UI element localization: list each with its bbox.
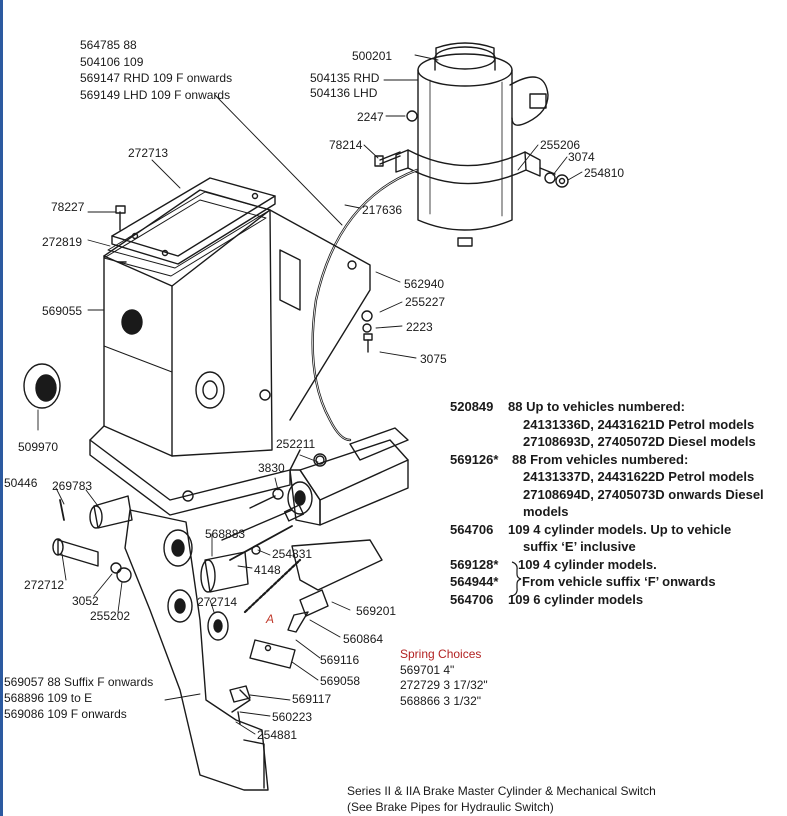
top-part-line-3: 569147 RHD 109 F onwards [80,71,233,85]
label-50446: 50446 [4,476,38,490]
label-3052: 3052 [72,594,99,608]
pedal-cam [200,551,249,641]
pushrod-assembly [221,504,305,614]
label-272713: 272713 [128,146,169,160]
label-272714: 272714 [197,595,238,609]
label-3075: 3075 [420,352,447,366]
label-560223: 560223 [272,710,313,724]
cover-bolts [115,205,127,263]
label-272712: 272712 [24,578,65,592]
pedal-line-3: 569086 109 F onwards [4,707,127,721]
note-text: 88 From vehicles numbered: [512,451,689,467]
note-text: 27108693D, 27405072D Diesel models [523,434,756,449]
reservoir-clamp [395,149,556,185]
label-254881: 254881 [257,728,298,742]
spring-line-2: 272729 3 17/32" [400,678,488,692]
brake-pedal [124,509,269,791]
spring-choices-title: Spring Choices [400,647,482,661]
note-part: 569128* [450,556,499,572]
fluid-reservoir [417,42,549,247]
note-text: 109 6 cylinder models [508,591,644,607]
rubber-cap [23,363,61,409]
label-255202: 255202 [90,609,131,623]
note-part: 569126* [450,451,499,467]
label-569058: 569058 [320,674,361,688]
note-part: 564706 [450,521,494,537]
note-text: 109 4 cylinder models. Up to vehicle [508,521,732,537]
note-text: 88 Up to vehicles numbered: [508,399,685,414]
top-part-line-1: 564785 88 [80,38,137,52]
spring-line-1: 569701 4" [400,662,455,677]
mechanical-switch [229,539,383,725]
pivot-pins [52,495,133,583]
label-272819: 272819 [42,235,83,249]
label-254831: 254831 [272,547,313,561]
label-269783: 269783 [52,479,93,493]
label-3074: 3074 [568,150,595,164]
note-text: models [523,504,569,519]
master-cylinder [287,427,409,526]
label-78214: 78214 [329,138,363,152]
label-3830: 3830 [258,461,285,475]
top-part-line-2: 504106 109 [80,54,144,69]
label-78227: 78227 [51,200,85,214]
top-part-line-4: 569149 LHD 109 F onwards [80,87,231,102]
note-text: 24131336D, 24431621D Petrol models [523,416,755,432]
label-255206: 255206 [540,138,581,152]
note-part: 520849 [450,399,494,414]
cover-plate [103,177,276,277]
label-500201: 500201 [352,49,393,63]
note-part: 564706 [450,591,494,607]
reservoir-line-2: 504136 LHD [310,86,378,100]
label-255227: 255227 [405,295,446,309]
label-217636: 217636 [362,203,403,217]
label-569116: 569116 [320,653,360,667]
label-560864: 560864 [343,632,384,646]
spring-line-3: 568866 3 1/32" [400,693,481,708]
label-252211: 252211 [276,437,316,451]
note-part: 564944* [450,574,499,589]
label-2247: 2247 [357,110,384,124]
label-568883: 568883 [205,527,246,541]
label-509970: 509970 [18,440,59,454]
left-edge-border [0,0,3,816]
label-569117: 569117 [292,692,332,706]
label-569201: 569201 [356,604,397,618]
label-4148: 4148 [254,563,281,577]
note-text: From vehicle suffix ‘F’ onwards [522,574,716,589]
caption-line-1: Series II & IIA Brake Master Cylinder & … [347,784,656,798]
caption-line-2: (See Brake Pipes for Hydraulic Switch) [347,799,554,814]
top-part-block: 564785 88 504106 109 569147 RHD 109 F on… [80,37,232,103]
pedal-line-1: 569057 88 Suffix F onwards [4,675,154,689]
note-text: 109 4 cylinder models. [518,556,657,572]
label-a-marker: A [266,612,275,626]
leader-lines [37,54,583,735]
label-562940: 562940 [404,277,445,291]
label-254810: 254810 [584,166,625,180]
note-text: 27108694D, 27405073D onwards Diesel [523,486,764,502]
label-569055: 569055 [42,304,83,318]
reservoir-line-1: 504135 RHD [310,71,380,85]
pedal-line-2: 568896 109 to E [4,691,93,705]
note-text: suffix ‘E’ inclusive [523,539,636,554]
reservoir-fixings [374,110,569,188]
note-text: 24131337D, 24431622D Petrol models [523,469,755,484]
reservoir-part-block: 504135 RHD 504136 LHD [310,71,379,101]
label-2223: 2223 [406,320,433,334]
spring-choices: Spring Choices 569701 4" 272729 3 17/32"… [400,647,488,709]
diagram-caption: Series II & IIA Brake Master Cylinder & … [347,784,656,815]
pedal-part-block: 569057 88 Suffix F onwards 568896 109 to… [4,674,153,722]
